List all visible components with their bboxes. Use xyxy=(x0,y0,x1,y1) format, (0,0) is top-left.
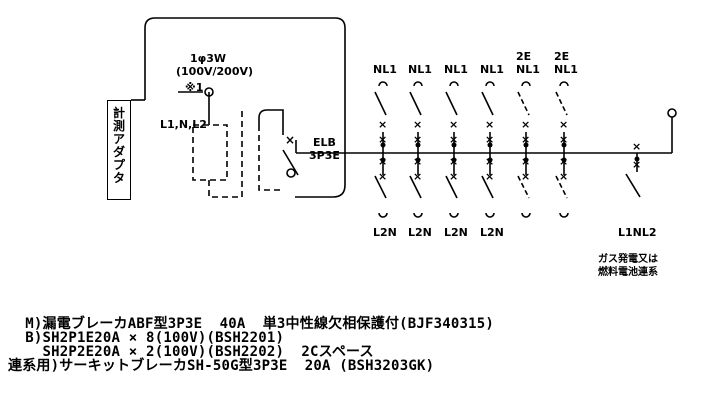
interconnect-x-mark: × xyxy=(632,158,641,171)
elb-dashed-link xyxy=(258,125,280,191)
branch-bottom-label: L2N xyxy=(373,226,397,239)
branch-bus-node xyxy=(561,142,567,148)
elb-x-mark: × xyxy=(285,133,295,147)
branch-bus-node xyxy=(451,142,457,148)
meter-lines-label: L1,N,L2 xyxy=(160,118,207,131)
branch-bus-node xyxy=(415,157,421,163)
branch-x-mark: × xyxy=(559,118,568,131)
branch-x-mark: × xyxy=(413,170,422,183)
elb-terminal xyxy=(286,168,296,178)
branch-bus-node xyxy=(523,157,529,163)
elb-switch-blade xyxy=(282,149,299,176)
branch-bottom-terminal xyxy=(485,212,495,218)
branch-top-label: 2E xyxy=(516,50,531,63)
branch-bottom-terminal xyxy=(413,212,423,218)
branch-bottom-label: L2N xyxy=(408,226,432,239)
branch-x-mark: × xyxy=(378,118,387,131)
branch-bus-node xyxy=(523,142,529,148)
branch-x-mark: × xyxy=(378,170,387,183)
interconnect-note: ガス発電又は燃料電池連系 xyxy=(598,252,658,278)
branch-bottom-blade xyxy=(445,175,458,199)
spec-line-branch-1: B)SH2P1E20A × 8(100V)(BSH2201) xyxy=(8,330,285,346)
interconnect-note-line: 燃料電池連系 xyxy=(598,265,658,278)
meter-dashed-box xyxy=(192,124,228,181)
meter-to-adapter-dashed xyxy=(208,110,243,198)
branch-bottom-terminal xyxy=(521,212,531,218)
branch-top-terminal xyxy=(449,81,459,87)
branch-x-mark: × xyxy=(521,118,530,131)
interconnect-note-line: ガス発電又は xyxy=(598,252,658,265)
branch-bus-node xyxy=(487,142,493,148)
wiring-diagram: × 1φ3W (100V/200V) ※1 L1,N,L2 ELB 3P3E N… xyxy=(131,17,677,278)
branch-top-terminal xyxy=(521,81,531,87)
branch-top-label: NL1 xyxy=(444,63,468,76)
meter-note-label: ※1 xyxy=(185,81,203,94)
branch-x-mark: × xyxy=(485,118,494,131)
branch-top-terminal xyxy=(485,81,495,87)
branch-x-mark: × xyxy=(449,170,458,183)
branch-top-label: NL1 xyxy=(408,63,432,76)
busbar-end-terminal xyxy=(667,108,677,118)
branch-bus-node xyxy=(380,157,386,163)
branch-bottom-label: L2N xyxy=(444,226,468,239)
branch-bottom-blade xyxy=(374,175,387,199)
interconnect-blade xyxy=(625,173,641,198)
meter-phase-label: 1φ3W xyxy=(190,52,226,65)
branch-top-blade xyxy=(374,91,387,116)
branch-bottom-blade xyxy=(481,175,494,199)
branch-bottom-blade xyxy=(409,175,422,199)
branch-bottom-terminal xyxy=(449,212,459,218)
branch-x-mark: × xyxy=(413,118,422,131)
branch-bus-node xyxy=(487,157,493,163)
metering-adapter-box: 計 測 ア ダ プ タ xyxy=(107,100,131,200)
branch-x-mark: × xyxy=(521,170,530,183)
branch-bottom-label: L2N xyxy=(480,226,504,239)
branch-bus-node xyxy=(451,157,457,163)
branch-top-terminal xyxy=(413,81,423,87)
adapter-feed-wire xyxy=(144,17,346,198)
meter-terminal xyxy=(204,87,214,97)
elb-input-wire xyxy=(258,109,284,135)
branch-top-blade xyxy=(555,91,568,116)
branch-top-blade xyxy=(481,91,494,116)
branch-bottom-blade xyxy=(555,175,568,199)
branch-top-blade xyxy=(517,91,530,116)
branch-top-label: NL1 xyxy=(373,63,397,76)
branch-bus-node xyxy=(415,142,421,148)
spec-line-branch-2: SH2P2E20A × 2(100V)(BSH2202) 2Cスペース xyxy=(8,344,374,360)
branch-top-label: 2E xyxy=(554,50,569,63)
metering-adapter-label: 計 測 ア ダ プ タ xyxy=(112,106,125,185)
interconnect-bottom-label: L1NL2 xyxy=(618,226,657,239)
interconnect-x-mark: × xyxy=(632,140,641,153)
spec-line-interconnect: 連系用)サーキットブレーカSH-50G型3P3E 20A (BSH3203GK) xyxy=(8,358,435,374)
elb-poles-label: 3P3E xyxy=(309,149,340,162)
branch-x-mark: × xyxy=(449,118,458,131)
branch-bus-node xyxy=(561,157,567,163)
branch-bottom-blade xyxy=(517,175,530,199)
branch-x-mark: × xyxy=(559,170,568,183)
branch-top-label: NL1 xyxy=(480,63,504,76)
branch-top-blade xyxy=(445,91,458,116)
branch-top-blade xyxy=(409,91,422,116)
branch-top-label: NL1 xyxy=(554,63,578,76)
elb-label: ELB xyxy=(313,136,336,149)
branch-x-mark: × xyxy=(485,170,494,183)
branch-top-terminal xyxy=(559,81,569,87)
branch-top-terminal xyxy=(378,81,388,87)
branch-bus-node xyxy=(380,142,386,148)
interconnect-node xyxy=(634,156,640,162)
branch-top-label: NL1 xyxy=(516,63,540,76)
branch-bottom-terminal xyxy=(559,212,569,218)
branch-circuits: NL1××××L2NNL1××××L2NNL1××××L2NNL1××××L2N… xyxy=(373,50,578,239)
spec-line-main: M)漏電ブレーカABF型3P3E 40A 単3中性線欠相保護付(BJF34031… xyxy=(8,316,495,332)
branch-bottom-terminal xyxy=(378,212,388,218)
meter-voltage-label: (100V/200V) xyxy=(176,65,253,78)
